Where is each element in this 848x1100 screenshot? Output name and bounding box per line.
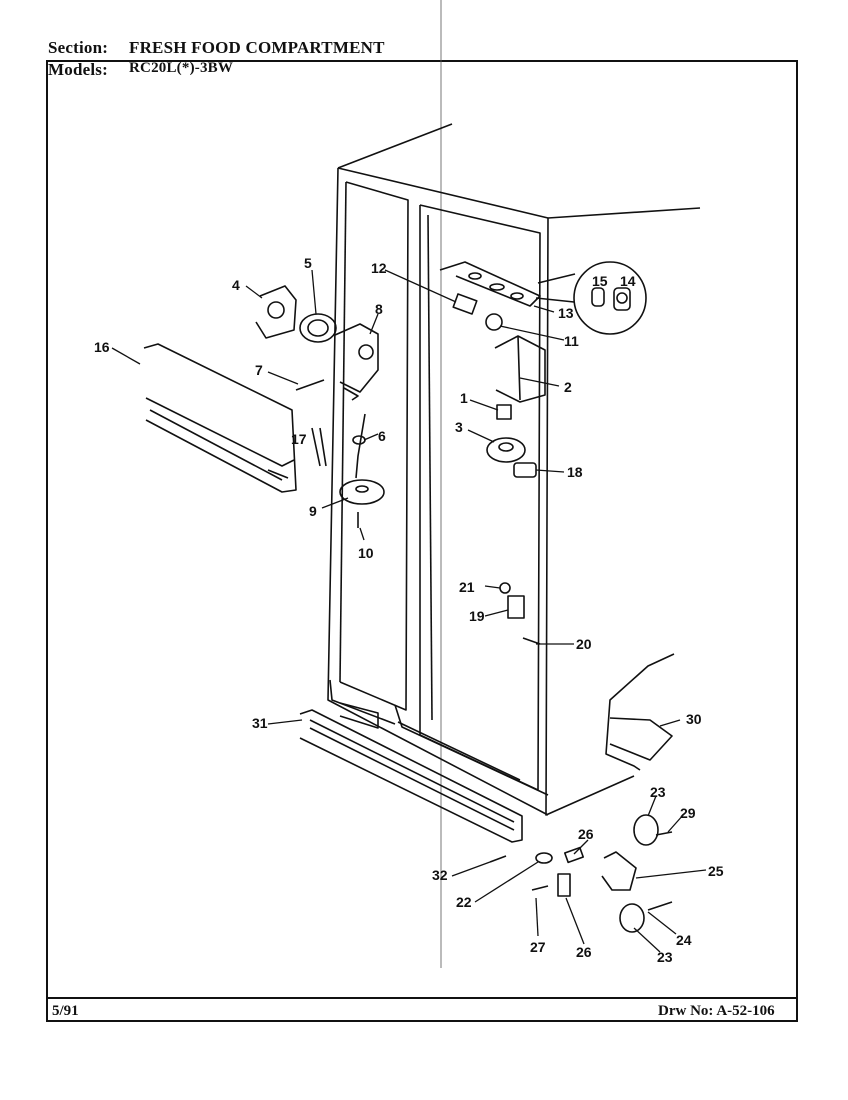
callout-5: 5 <box>304 255 312 271</box>
callout-2: 2 <box>564 379 572 395</box>
bracket-2 <box>494 335 546 403</box>
callout-25: 25 <box>708 863 724 879</box>
callout-18: 18 <box>567 464 583 480</box>
part-18 <box>513 462 537 478</box>
callout-32: 32 <box>432 867 448 883</box>
section-value: FRESH FOOD COMPARTMENT <box>129 38 385 57</box>
part-4-bracket <box>255 285 297 339</box>
footer-date: 5/91 <box>52 1003 79 1019</box>
part-8-dispenser-housing <box>334 323 379 401</box>
callout-4: 4 <box>232 277 240 293</box>
callout-15: 15 <box>592 273 608 289</box>
callout-12: 12 <box>371 260 387 276</box>
callout-3: 3 <box>455 419 463 435</box>
part-1-clip <box>496 404 512 420</box>
callout-20: 20 <box>576 636 592 652</box>
callout-26b: 26 <box>576 944 592 960</box>
callout-6: 6 <box>378 428 386 444</box>
magnified-inset <box>535 261 647 335</box>
cabinet-liner <box>327 123 701 816</box>
callout-17: 17 <box>291 431 307 447</box>
part-3-knob <box>486 437 526 463</box>
footer-drawing-number: Drw No: A-52-106 <box>658 1003 775 1019</box>
light-socket-plate <box>439 261 541 307</box>
part-9-knob <box>339 479 385 528</box>
part-16-panel <box>143 343 297 493</box>
callout-29: 29 <box>680 805 696 821</box>
part-6-rod <box>352 413 366 479</box>
callout-22: 22 <box>456 894 472 910</box>
callout-24: 24 <box>676 932 692 948</box>
callout-7: 7 <box>255 362 263 378</box>
callout-31: 31 <box>252 715 268 731</box>
light-socket <box>452 293 503 331</box>
parts-19-21 <box>499 582 541 645</box>
part-7 <box>295 379 325 391</box>
callout-21: 21 <box>459 579 475 595</box>
models-value: RC20L(*)-3BW <box>129 60 234 76</box>
part-5-housing <box>299 313 337 343</box>
section-label: Section: <box>48 38 109 57</box>
footer-divider <box>46 997 798 999</box>
part-30-bracket <box>605 653 675 771</box>
callout-27: 27 <box>530 939 546 955</box>
drawing-frame <box>46 60 798 1022</box>
part-31-grille <box>299 709 523 843</box>
hinge-parts <box>489 814 673 933</box>
callout-8: 8 <box>375 301 383 317</box>
callout-23a: 23 <box>650 784 666 800</box>
models-label: Models: <box>48 60 108 79</box>
callout-10: 10 <box>358 545 374 561</box>
leader-lines <box>111 269 707 953</box>
callout-14: 14 <box>620 273 636 289</box>
part-17 <box>311 427 327 467</box>
callout-13: 13 <box>558 305 574 321</box>
callout-26a: 26 <box>578 826 594 842</box>
callout-11: 11 <box>564 333 579 349</box>
callout-23b: 23 <box>657 949 673 965</box>
callout-9: 9 <box>309 503 317 519</box>
callout-30: 30 <box>686 711 702 727</box>
callout-16: 16 <box>94 339 110 355</box>
callout-labels: 1 2 3 4 5 6 7 8 9 10 11 12 13 14 15 16 1… <box>94 255 724 965</box>
callout-19: 19 <box>469 608 485 624</box>
callout-1: 1 <box>460 390 468 406</box>
